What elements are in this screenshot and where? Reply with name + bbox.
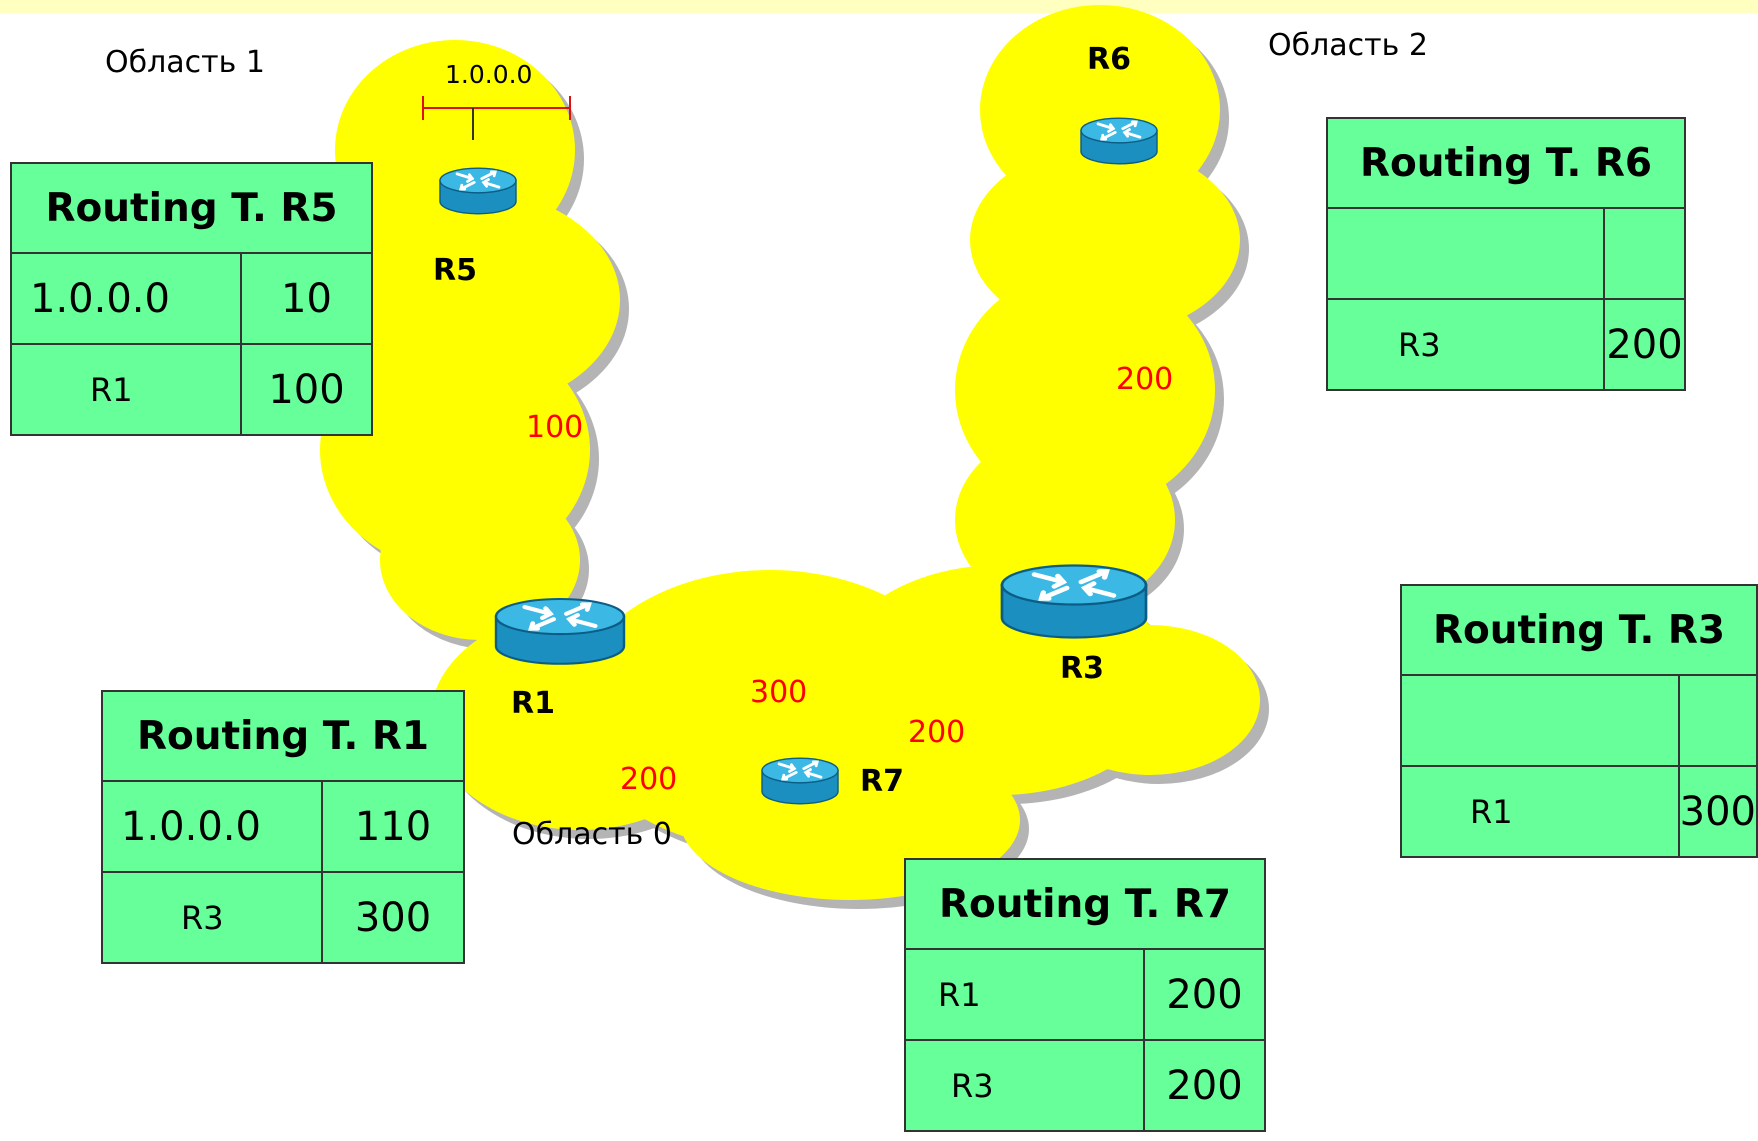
cost-r1-r7-top: 300 — [750, 675, 808, 710]
router-r3-icon — [1002, 566, 1146, 638]
cost-r7-r3: 200 — [908, 715, 966, 750]
routing-table-r7-dest-2: R3 — [904, 1039, 1145, 1132]
router-r1-label: R1 — [511, 686, 555, 721]
routing-table-r3-cost-2: 300 — [1677, 765, 1758, 858]
network-segment — [422, 96, 571, 120]
top-banner — [0, 0, 1758, 13]
router-r7-icon — [760, 756, 840, 806]
routing-table-r3-cost-1 — [1677, 674, 1758, 767]
routing-table-r1-cost-2: 300 — [321, 871, 465, 964]
area-2-label: Область 2 — [1268, 28, 1428, 63]
routing-table-r1-dest-2: R3 — [101, 871, 323, 964]
routing-table-r1-title: Routing T. R1 — [101, 690, 465, 782]
network-label: 1.0.0.0 — [445, 60, 533, 89]
router-r7-label: R7 — [860, 764, 904, 799]
routing-table-r7-cost-1: 200 — [1143, 948, 1266, 1041]
router-r5-label: R5 — [433, 253, 477, 288]
routing-table-r6-title: Routing T. R6 — [1326, 117, 1686, 209]
routing-table-r6-cost-1 — [1603, 207, 1686, 300]
cost-area2-link: 200 — [1116, 362, 1174, 397]
routing-table-r5-cost-1: 10 — [240, 252, 373, 345]
routing-table-r5-cost-2: 100 — [240, 343, 373, 436]
routing-table-r5-dest-1: 1.0.0.0 — [10, 252, 242, 345]
router-r1-icon — [496, 599, 624, 664]
routing-table-r7-title: Routing T. R7 — [904, 858, 1266, 950]
router-r6-label: R6 — [1087, 42, 1131, 77]
routing-table-r1-dest-1: 1.0.0.0 — [101, 780, 323, 873]
routing-table-r1-cost-1: 110 — [321, 780, 465, 873]
cost-area1-link: 100 — [526, 410, 584, 445]
routing-table-r6-dest-1 — [1326, 207, 1605, 300]
area-1-label: Область 1 — [105, 45, 265, 80]
routing-table-r3-title: Routing T. R3 — [1400, 584, 1758, 676]
area-0-label: Область 0 — [512, 817, 672, 852]
routing-table-r5-title: Routing T. R5 — [10, 162, 373, 254]
routing-table-r7-cost-2: 200 — [1143, 1039, 1266, 1132]
routing-table-r3: Routing T. R3 R1 300 — [1400, 584, 1758, 858]
routing-table-r1: Routing T. R1 1.0.0.0 110 R3 300 — [101, 690, 465, 964]
routing-table-r5: Routing T. R5 1.0.0.0 10 R1 100 — [10, 162, 373, 436]
routing-table-r3-dest-2: R1 — [1400, 765, 1680, 858]
cost-r1-r7: 200 — [620, 762, 678, 797]
router-r6-icon — [1079, 116, 1159, 166]
routing-table-r6-cost-2: 200 — [1603, 298, 1686, 391]
routing-table-r6-dest-2: R3 — [1326, 298, 1605, 391]
routing-table-r3-dest-1 — [1400, 674, 1680, 767]
routing-table-r7: Routing T. R7 R1 200 R3 200 — [904, 858, 1266, 1132]
routing-table-r7-dest-1: R1 — [904, 948, 1145, 1041]
routing-table-r6: Routing T. R6 R3 200 — [1326, 117, 1686, 391]
router-r5-icon — [438, 166, 518, 216]
routing-table-r5-dest-2: R1 — [10, 343, 242, 436]
router-r3-label: R3 — [1060, 651, 1104, 686]
